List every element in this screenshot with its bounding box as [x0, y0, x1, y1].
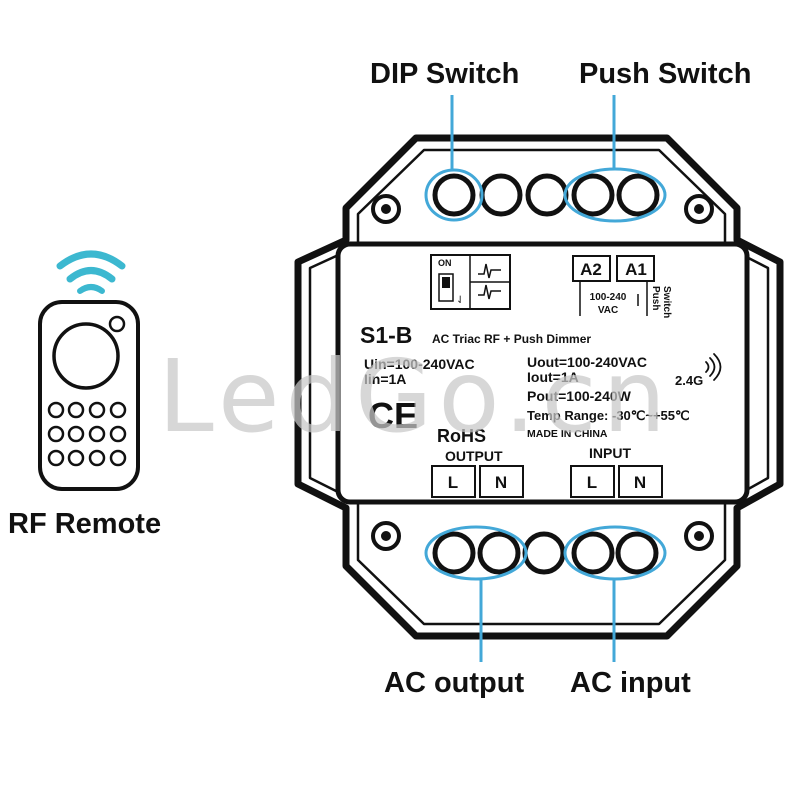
input-terminal-l: L — [587, 473, 597, 492]
input-terminal-n: N — [634, 473, 646, 492]
push-terminal-a1: A1 — [625, 260, 647, 279]
output-label: OUTPUT — [445, 448, 503, 464]
push-side-label-2: Switch — [661, 286, 672, 318]
push-switch-callout: Push Switch — [579, 58, 752, 90]
mounting-screw — [371, 194, 714, 551]
rf-remote-callout: RF Remote — [8, 508, 162, 540]
spec-uout: Uout=100-240VAC — [527, 354, 647, 370]
output-terminal-n: N — [495, 473, 507, 492]
top-terminal-screws — [432, 173, 660, 217]
spec-uin: Uin=100-240VAC — [364, 356, 475, 372]
input-label: INPUT — [589, 445, 631, 461]
dip-on-label: ON — [438, 258, 452, 268]
dimmer-housing — [294, 134, 784, 640]
push-switch-terminal-block — [572, 255, 655, 316]
rf-remote — [38, 250, 140, 491]
wireless-signal-icon — [56, 250, 126, 294]
remote-wheel — [52, 322, 120, 390]
made-in-label: MADE IN CHINA — [527, 428, 608, 440]
output-terminal-l: L — [448, 473, 458, 492]
spec-temp-range: Temp Range: -30℃~+55℃ — [527, 408, 690, 423]
push-side-label-1: Push — [650, 286, 661, 310]
spec-pout: Pout=100-240W — [527, 388, 632, 404]
dip-switch-callout: DIP Switch — [370, 58, 520, 90]
terminal-boxes — [431, 465, 663, 498]
push-voltage-line1: 100-240 — [590, 292, 627, 303]
model-name: S1-B — [360, 322, 412, 348]
rohs-label: RoHS — [437, 426, 486, 446]
wireless-frequency: 2.4G — [675, 373, 703, 388]
push-voltage-line2: VAC — [598, 305, 618, 316]
remote-keypad — [47, 401, 127, 467]
model-subtitle: AC Triac RF + Push Dimmer — [432, 332, 591, 346]
wireless-waves-icon — [705, 353, 722, 381]
push-terminal-a2: A2 — [580, 260, 602, 279]
remote-indicator — [108, 315, 126, 333]
ce-mark: CE — [368, 395, 418, 436]
highlight-markers — [424, 95, 667, 662]
ac-output-callout: AC output — [384, 667, 525, 699]
dip-switch-graphic — [430, 254, 511, 310]
dip-arrow: ⇃ — [456, 295, 464, 306]
bottom-terminal-screws — [432, 531, 659, 575]
ac-input-callout: AC input — [570, 667, 691, 699]
spec-iin: Iin=1A — [364, 371, 406, 387]
spec-iout: Iout=1A — [527, 369, 579, 385]
